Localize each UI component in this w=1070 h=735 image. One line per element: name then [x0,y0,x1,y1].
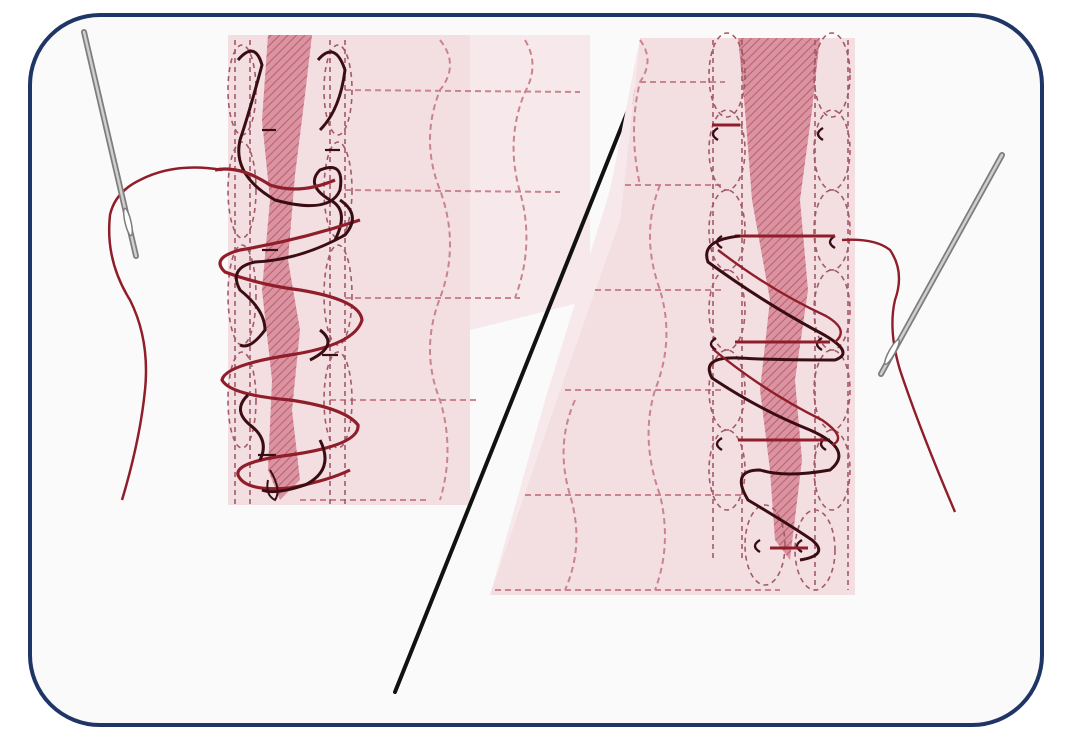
knit-seam-diagram [0,0,1070,735]
illustration-canvas [0,0,1070,735]
